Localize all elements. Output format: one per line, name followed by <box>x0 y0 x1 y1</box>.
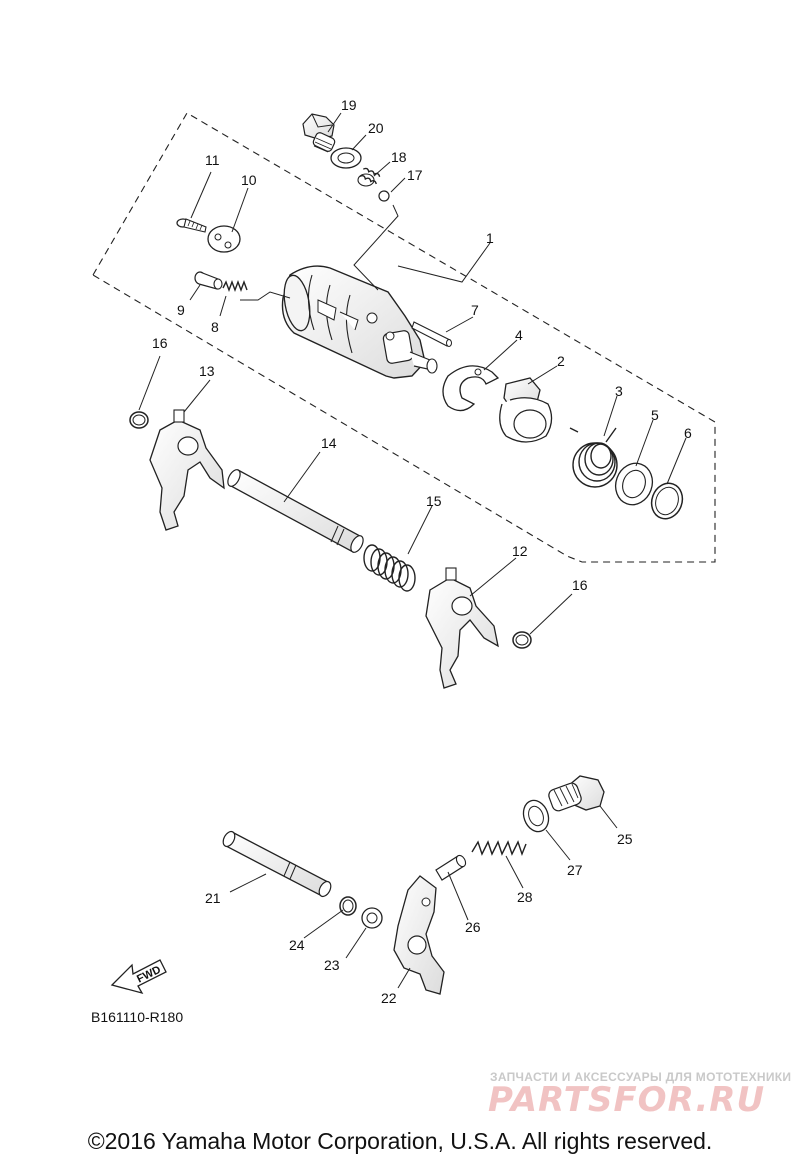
leader-lines <box>138 112 687 989</box>
copyright-notice: ©2016 Yamaha Motor Corporation, U.S.A. A… <box>87 1128 713 1154</box>
part-5-washer[interactable] <box>610 458 658 510</box>
part-label-24: 24 <box>289 937 305 953</box>
part-label-13: 13 <box>199 363 215 379</box>
part-23-washer[interactable] <box>361 907 383 929</box>
part-3-spring[interactable] <box>569 427 618 488</box>
part-9-pin[interactable] <box>194 271 223 290</box>
part-7-pin[interactable] <box>411 321 452 347</box>
part-28-spring[interactable] <box>471 840 527 857</box>
watermark-logo: PARTSFOR.RU <box>488 1080 766 1120</box>
part-label-16a: 16 <box>152 335 168 351</box>
part-label-26: 26 <box>465 919 481 935</box>
part-label-12: 12 <box>512 543 528 559</box>
part-16b-circlip[interactable] <box>512 631 532 649</box>
part-label-4: 4 <box>515 327 523 343</box>
part-6-circlip[interactable] <box>647 479 688 523</box>
part-27-washer[interactable] <box>519 797 552 835</box>
part-21-shaft[interactable] <box>221 830 333 899</box>
fwd-label: FWD <box>135 964 163 986</box>
part-24-circlip[interactable] <box>339 896 357 916</box>
part-13-shift-fork[interactable] <box>149 409 225 531</box>
assembly-boundary <box>92 112 716 563</box>
part-label-15: 15 <box>426 493 442 509</box>
part-label-6: 6 <box>684 425 692 441</box>
part-label-8: 8 <box>211 319 219 335</box>
part-label-21: 21 <box>205 890 221 906</box>
part-label-11: 11 <box>205 152 220 168</box>
part-label-5: 5 <box>651 407 659 423</box>
part-25-bolt[interactable] <box>547 775 605 812</box>
part-label-2: 2 <box>557 353 565 369</box>
part-label-1: 1 <box>486 230 494 246</box>
part-label-10: 10 <box>241 172 257 188</box>
part-17-ball[interactable] <box>378 190 390 202</box>
part-label-17: 17 <box>407 167 423 183</box>
part-label-19: 19 <box>341 97 357 113</box>
part-15-spring[interactable] <box>363 544 416 592</box>
watermark-tagline: ЗАПЧАСТИ И АКСЕССУАРЫ ДЛЯ МОТОТЕХНИКИ <box>490 1070 792 1084</box>
part-label-25: 25 <box>617 831 633 847</box>
part-18-spring[interactable] <box>357 167 381 187</box>
part-8-spring[interactable] <box>222 280 248 292</box>
part-26-pin[interactable] <box>435 854 467 881</box>
part-label-22: 22 <box>381 990 397 1006</box>
part-label-23: 23 <box>324 957 340 973</box>
part-16a-circlip[interactable] <box>129 411 149 429</box>
part-label-16b: 16 <box>572 577 588 593</box>
part-11-screw[interactable] <box>176 218 207 233</box>
part-number-labels: 1 2 3 4 5 6 7 8 9 10 11 12 13 14 15 16 1… <box>152 97 692 1006</box>
diagram-code: B161110-R180 <box>91 1009 183 1025</box>
part-12-shift-fork[interactable] <box>425 567 499 689</box>
part-label-7: 7 <box>471 302 479 318</box>
part-14-shaft[interactable] <box>225 468 365 555</box>
part-label-27: 27 <box>567 862 583 878</box>
part-20-washer[interactable] <box>330 147 362 169</box>
part-22-lever[interactable] <box>393 875 445 995</box>
part-4-plate[interactable] <box>442 365 500 412</box>
part-label-20: 20 <box>368 120 384 136</box>
fwd-arrow-icon: FWD <box>110 959 167 995</box>
part-2-segment[interactable] <box>499 377 553 443</box>
part-1-shift-drum[interactable] <box>280 265 438 379</box>
part-label-28: 28 <box>517 889 533 905</box>
part-label-18: 18 <box>391 149 407 165</box>
part-label-3: 3 <box>615 383 623 399</box>
part-label-14: 14 <box>321 435 337 451</box>
part-label-9: 9 <box>177 302 185 318</box>
part-10-plate[interactable] <box>207 225 241 253</box>
part-19-bolt[interactable] <box>302 113 336 153</box>
